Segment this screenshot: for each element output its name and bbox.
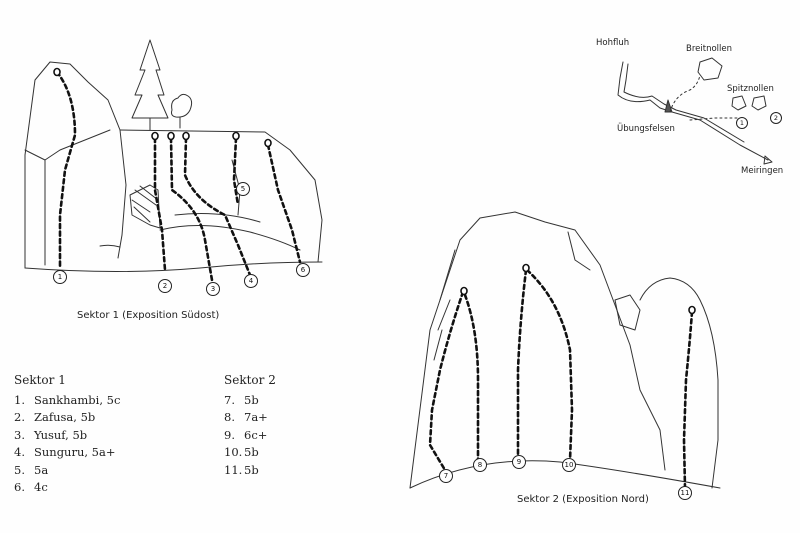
route-marker-4: 4 (244, 274, 258, 288)
route-number: 10. (224, 445, 243, 459)
route-number: 2. (14, 410, 25, 424)
route-name: Sunguru, 5a+ (34, 445, 116, 459)
legend-row: 11.5b (224, 462, 276, 480)
bush-icon (171, 93, 193, 129)
legend-row: 5. 5a (14, 462, 120, 480)
route-number: 1. (14, 392, 25, 407)
anchor-5 (232, 131, 240, 141)
anchor-6 (264, 138, 272, 148)
sector2-rock (409, 211, 721, 489)
map-label-hohfluh: Hohfluh (596, 38, 630, 48)
route-name: 6c+ (244, 427, 268, 442)
route-number: 5. (14, 462, 25, 477)
route-4-line (183, 136, 252, 277)
anchor-11 (688, 305, 696, 315)
legend-sector1-heading: Sektor 1 (14, 373, 66, 387)
route-marker-11: 11 (678, 486, 692, 500)
route-number: 9. (224, 427, 235, 442)
legend-row: 2. Zafusa, 5b (14, 409, 120, 427)
route-number: 7. (224, 392, 235, 407)
legend-sector1: Sektor 1 1. Sankhambi, 5c 2. Zafusa, 5b 3.… (14, 372, 120, 497)
route-11-line (682, 310, 694, 490)
route-name: Sankhambi, 5c (34, 392, 121, 407)
route-marker-5: 5 (236, 182, 250, 196)
route-8-line (463, 293, 480, 462)
route-name: 5b (244, 462, 259, 477)
route-marker-8: 8 (473, 458, 487, 472)
route-marker-2: 2 (158, 279, 172, 293)
anchor-1 (53, 67, 61, 77)
sector1-rock (24, 61, 323, 272)
anchor-9-10 (522, 263, 530, 273)
route-9-line (516, 268, 528, 457)
route-number: 8. (224, 410, 235, 424)
trail-to-breitnollen (669, 74, 701, 113)
legend-row: 10.5b (224, 444, 276, 462)
route-number: 11. (224, 462, 243, 477)
route-marker-3: 3 (206, 282, 220, 296)
map-label-meiringen: Meiringen (741, 166, 784, 176)
legend-row: 9. 6c+ (224, 427, 276, 445)
route-10-line (525, 268, 574, 462)
route-2-line (153, 136, 167, 272)
route-name: Zafusa, 5b (34, 410, 96, 424)
route-7-line (428, 290, 465, 472)
map-marker-1: 1 (736, 117, 748, 129)
route-6-line (266, 143, 302, 264)
anchor-4 (182, 131, 190, 141)
map-marker-2: 2 (770, 112, 782, 124)
sector2-routes (428, 268, 694, 490)
route-name: 5b (244, 392, 259, 407)
legend-row: 8. 7a+ (224, 409, 276, 427)
anchor-3 (167, 131, 175, 141)
route-number: 3. (14, 427, 25, 442)
route-marker-1: 1 (53, 270, 67, 284)
map-label-spitznollen: Spitznollen (727, 84, 774, 94)
legend-row: 1. Sankhambi, 5c (14, 392, 120, 410)
anchor-7-8 (460, 286, 468, 296)
trail-to-spitznollen (689, 117, 741, 121)
route-marker-6: 6 (296, 263, 310, 277)
route-marker-9: 9 (512, 455, 526, 469)
route-5-line (232, 136, 240, 207)
legend-row: 4. Sunguru, 5a+ (14, 444, 120, 462)
route-name: Yusuf, 5b (34, 427, 88, 442)
sector1-caption: Sektor 1 (Exposition Südost) (77, 310, 220, 321)
legend-sector2: Sektor 2 7.5b 8.7a+ 9.6c+ 10.5b 11.5b (224, 372, 276, 479)
sector1-routes (55, 70, 302, 282)
route-3-line (169, 136, 214, 282)
route-name: 7a+ (244, 410, 268, 424)
route-number: 6. (14, 480, 25, 494)
route-number: 4. (14, 445, 25, 459)
legend-row: 6. 4c (14, 479, 120, 497)
route-marker-7: 7 (439, 469, 453, 483)
route-1-line (55, 70, 77, 270)
route-name: 5b (244, 445, 259, 459)
route-name: 4c (34, 480, 48, 494)
map-label-breitnollen: Breitnollen (686, 44, 732, 54)
legend-row: 3. Yusuf, 5b (14, 427, 120, 445)
map-label-uebungsfelsen: Übungsfelsen (617, 124, 675, 134)
legend-row: 7. 5b (224, 392, 276, 410)
anchor-2 (151, 131, 159, 141)
sector2-caption: Sektor 2 (Exposition Nord) (517, 494, 649, 505)
tree-icon (131, 39, 169, 131)
route-name: 5a (34, 462, 49, 477)
route-marker-10: 10 (562, 458, 576, 472)
approach-map (617, 57, 773, 165)
legend-sector2-heading: Sektor 2 (224, 373, 276, 387)
